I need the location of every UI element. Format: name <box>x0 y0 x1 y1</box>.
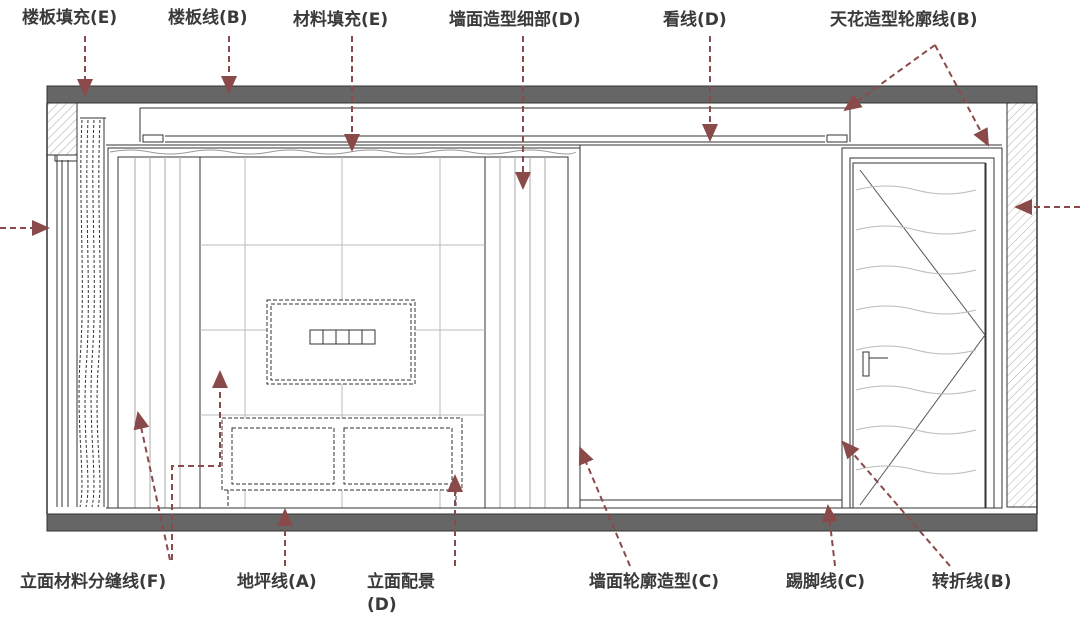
leader-arrows <box>0 36 1080 567</box>
label-material-joint: 立面材料分缝线(F) <box>20 572 167 592</box>
label-ground-line: 地坪线(A) <box>237 572 317 592</box>
label-elevation-furniture: 立面配景 <box>367 572 435 592</box>
label-elevation-furniture-suffix: (D) <box>367 595 397 615</box>
tv-cabinet <box>221 417 463 506</box>
tv-screen <box>266 299 416 385</box>
label-skirting: 踢脚线(C) <box>786 572 866 592</box>
label-floor-line: 楼板线(B) <box>168 8 248 28</box>
label-visible-line: 看线(D) <box>663 10 727 30</box>
right-wall-hatch <box>1006 102 1038 508</box>
label-wall-outline: 墙面轮廓造型(C) <box>589 572 720 592</box>
bottom-floor-slab <box>46 513 1038 532</box>
left-wall-hatch <box>46 102 78 156</box>
curtain <box>54 117 106 508</box>
label-ceiling-outline: 天花造型轮廓线(B) <box>830 10 978 30</box>
label-floor-fill: 楼板填充(E) <box>22 8 118 28</box>
ceiling-profile <box>106 107 1002 146</box>
door <box>841 147 1003 509</box>
label-wall-detail: 墙面造型细部(D) <box>449 10 581 30</box>
label-fold-line: 转折线(B) <box>932 572 1012 592</box>
socket-panel <box>309 329 376 345</box>
top-floor-slab <box>46 85 1038 104</box>
label-material-fill: 材料填充(E) <box>293 10 389 30</box>
